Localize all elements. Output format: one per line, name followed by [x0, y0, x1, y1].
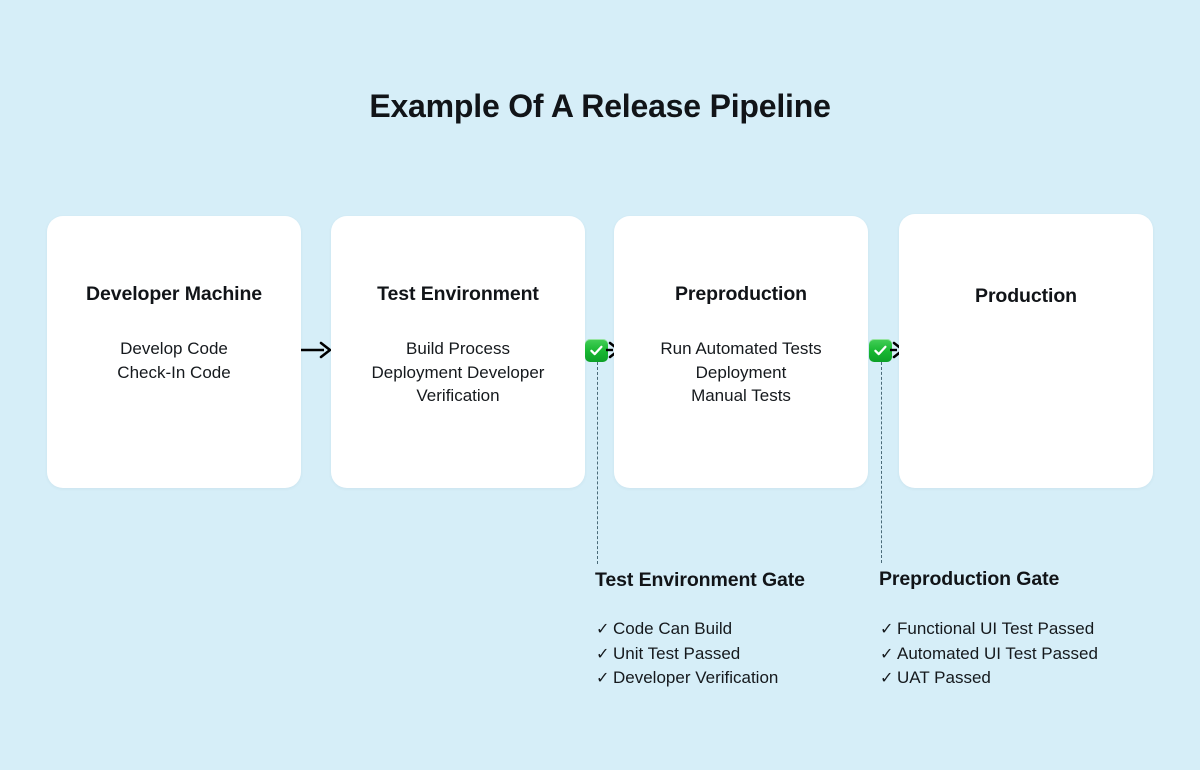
stage-card-line: Deployment	[695, 362, 787, 382]
stage-card-line: Verification	[416, 386, 500, 405]
check-icon: ✓	[596, 621, 610, 638]
gate-check-label: UAT Passed	[897, 668, 991, 687]
stage-card-line: Check-In Code	[117, 362, 231, 382]
gate-check-item: ✓Functional UI Test Passed	[880, 617, 1098, 642]
gate-check-label: Automated UI Test Passed	[897, 643, 1098, 663]
gate-connector-line-preproduction	[881, 362, 882, 563]
stage-card-production[interactable]: Production	[899, 214, 1153, 488]
gate-passed-check-badge[interactable]	[869, 339, 892, 362]
check-icon: ✓	[596, 670, 610, 687]
check-icon: ✓	[880, 645, 894, 663]
stage-card-title: Preproduction	[675, 283, 807, 305]
gate-check-item: ✓Automated UI Test Passed	[880, 642, 1098, 667]
stage-card-title: Production	[975, 285, 1077, 307]
stage-card-body: Build Process Deployment Developer Verif…	[331, 337, 585, 408]
gate-check-label: Functional UI Test Passed	[897, 619, 1095, 638]
check-icon: ✓	[596, 645, 610, 663]
stage-card-body: Run Automated Tests Deployment Manual Te…	[614, 337, 868, 408]
check-icon: ✓	[880, 670, 894, 687]
gate-check-item: ✓Developer Verification	[596, 666, 778, 691]
stage-card-test-environment[interactable]: Test Environment Build Process Deploymen…	[331, 216, 585, 488]
gate-passed-check-badge[interactable]	[585, 339, 608, 362]
checkmark-icon	[874, 345, 887, 356]
gate-checklist-preproduction: ✓Functional UI Test Passed ✓Automated UI…	[880, 617, 1098, 691]
stage-card-line: Build Process	[406, 339, 510, 358]
gate-check-label: Developer Verification	[613, 668, 779, 687]
gate-checklist-test-environment: ✓Code Can Build ✓Unit Test Passed ✓Devel…	[596, 617, 778, 691]
stage-card-title: Test Environment	[377, 283, 539, 305]
gate-check-label: Code Can Build	[613, 619, 733, 638]
gate-check-label: Unit Test Passed	[613, 643, 741, 663]
checkmark-icon	[590, 345, 603, 356]
gate-check-item: ✓UAT Passed	[880, 666, 1098, 691]
arrow-developer-to-test	[301, 339, 332, 361]
stage-card-line: Develop Code	[120, 339, 228, 358]
stage-card-preproduction[interactable]: Preproduction Run Automated Tests Deploy…	[614, 216, 868, 488]
check-icon: ✓	[880, 621, 894, 638]
gate-title-test-environment: Test Environment Gate	[595, 569, 805, 591]
stage-card-line: Run Automated Tests	[660, 339, 822, 358]
gate-connector-line-test-environment	[597, 362, 598, 564]
stage-card-body: Develop Code Check-In Code	[47, 337, 301, 384]
stage-card-title: Developer Machine	[85, 283, 263, 305]
gate-title-preproduction: Preproduction Gate	[879, 568, 1060, 590]
page-title: Example Of A Release Pipeline	[369, 88, 831, 124]
stage-card-line: Manual Tests	[691, 386, 791, 405]
gate-check-item: ✓Code Can Build	[596, 617, 778, 642]
gate-check-item: ✓Unit Test Passed	[596, 642, 778, 667]
stage-card-developer-machine[interactable]: Developer Machine Develop Code Check-In …	[47, 216, 301, 488]
stage-card-line: Deployment Developer	[371, 362, 545, 382]
